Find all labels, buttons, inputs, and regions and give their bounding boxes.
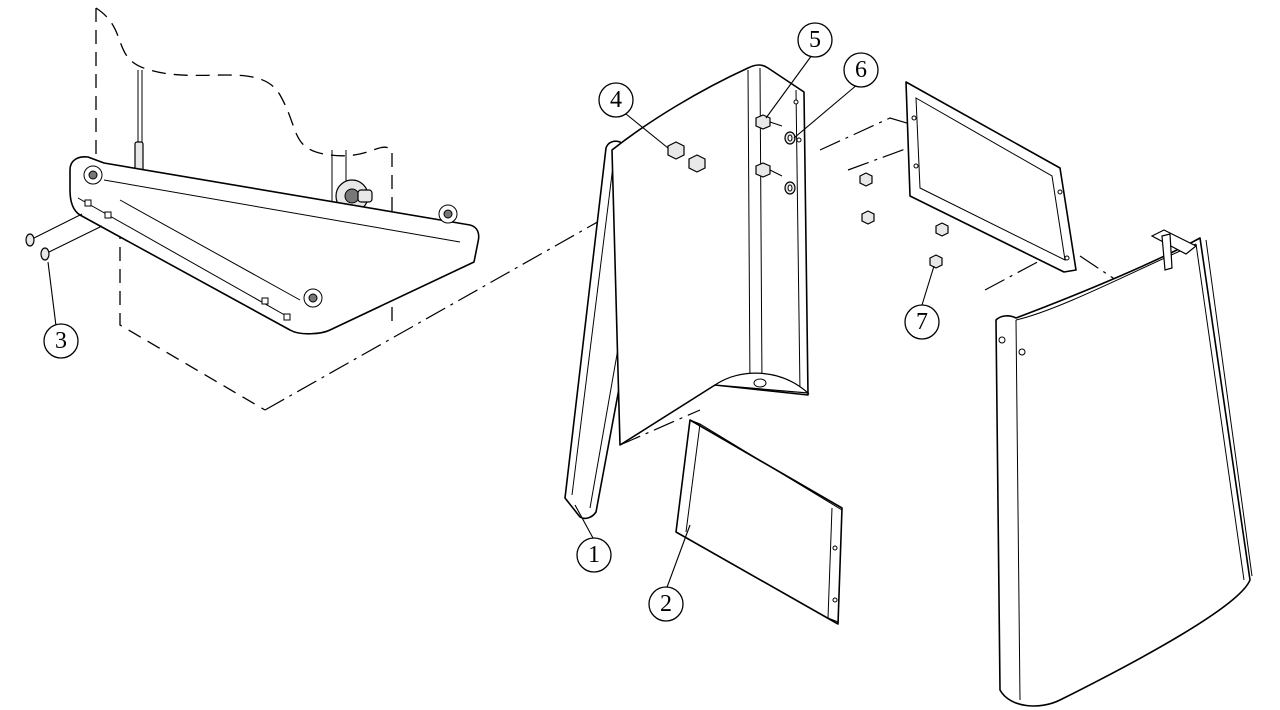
callout-1: 1 bbox=[576, 537, 612, 573]
callout-6-number: 6 bbox=[855, 57, 867, 83]
callout-leaders bbox=[47, 54, 935, 591]
center-channel bbox=[611, 64, 810, 446]
callout-2: 2 bbox=[648, 586, 684, 622]
locknut-icon bbox=[859, 172, 949, 269]
callout-3-number: 3 bbox=[55, 328, 67, 354]
cabinet-base bbox=[69, 7, 480, 411]
callout-2-number: 2 bbox=[660, 591, 672, 617]
callout-5-number: 5 bbox=[809, 27, 821, 53]
callout-4: 4 bbox=[598, 82, 634, 118]
bolt-icon bbox=[755, 114, 783, 178]
callout-4-number: 4 bbox=[610, 87, 622, 113]
callout-7-number: 7 bbox=[916, 309, 928, 335]
screw-icon bbox=[25, 213, 103, 261]
part-2-bottom-plate bbox=[675, 419, 843, 625]
washer-icon bbox=[784, 131, 796, 195]
callout-3: 3 bbox=[43, 323, 79, 359]
right-cover-shell bbox=[995, 229, 1253, 707]
callout-7: 7 bbox=[904, 304, 940, 340]
top-frame-plate bbox=[905, 81, 1077, 273]
callout-6: 6 bbox=[843, 52, 879, 88]
nut-icon bbox=[667, 141, 706, 173]
callout-5: 5 bbox=[797, 22, 833, 58]
callout-1-number: 1 bbox=[588, 542, 600, 568]
